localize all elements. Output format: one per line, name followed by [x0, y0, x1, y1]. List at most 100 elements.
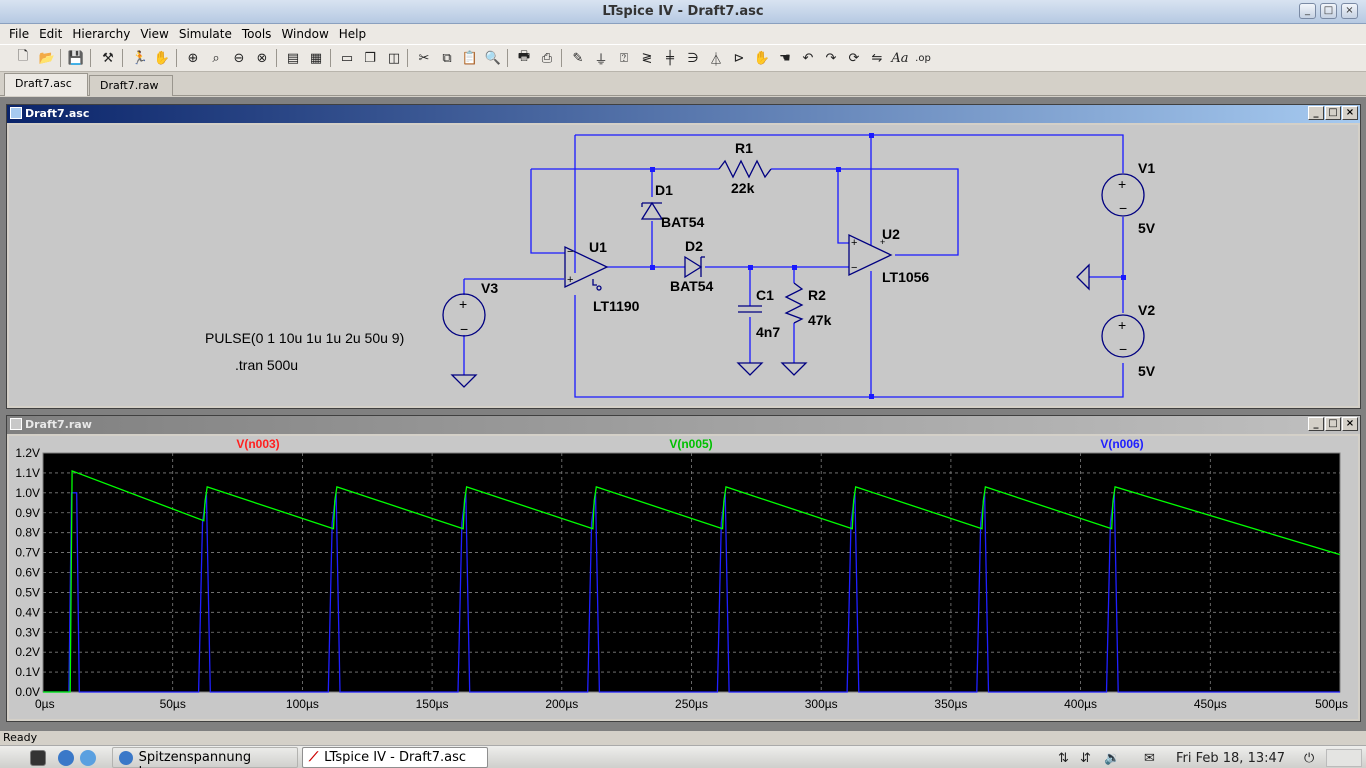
- schematic-drawing[interactable]: − + + − + + − + − + − R1 22k D1: [9, 125, 1358, 408]
- menu-tools[interactable]: Tools: [241, 27, 272, 41]
- control-panel-icon[interactable]: ⚒: [102, 50, 114, 66]
- mail-icon[interactable]: [80, 749, 96, 767]
- menu-edit[interactable]: Edit: [39, 27, 63, 41]
- y-tick-label: 0.4V: [15, 605, 40, 619]
- svg-text:+: +: [880, 237, 885, 247]
- delete-pane-icon[interactable]: ▦: [309, 50, 323, 66]
- component-icon[interactable]: ⊳: [733, 50, 745, 66]
- window-titlebar[interactable]: LTspice IV - Draft7.asc _ □ ×: [0, 0, 1366, 24]
- schematic-window[interactable]: Draft7.asc _ □ ×: [6, 104, 1361, 409]
- drag-icon[interactable]: ☚: [779, 50, 791, 66]
- schematic-doc-icon: [10, 107, 22, 119]
- resistor-icon[interactable]: ≷: [641, 50, 653, 66]
- cut-icon[interactable]: ✂: [418, 50, 430, 66]
- schematic-maximize-button[interactable]: □: [1325, 106, 1341, 120]
- waveform-titlebar[interactable]: Draft7.raw: [7, 416, 1360, 434]
- trace-label-n006[interactable]: V(n006): [1100, 437, 1143, 451]
- menu-help[interactable]: Help: [338, 27, 367, 41]
- task-spitzenspannung[interactable]: Spitzenspannung kurz...: [112, 747, 298, 768]
- zoom-out-icon[interactable]: ⊖: [233, 50, 245, 66]
- find-icon[interactable]: 🔍: [484, 50, 502, 66]
- copy-icon[interactable]: ⧉: [442, 50, 452, 66]
- autorange-icon[interactable]: ⊗: [256, 50, 268, 66]
- move-icon[interactable]: ✋: [753, 50, 771, 66]
- clock[interactable]: Fri Feb 18, 13:47: [1176, 750, 1286, 766]
- schematic-close-button[interactable]: ×: [1342, 106, 1358, 120]
- tile-vertical-icon[interactable]: ◫: [387, 50, 401, 66]
- zoom-in-icon[interactable]: ⊕: [187, 50, 199, 66]
- schematic-titlebar[interactable]: Draft7.asc: [7, 105, 1360, 123]
- toolbar: 🗋 📂 💾 ⚒ 🏃 ✋ ⊕ ⌕ ⊖ ⊗ ▤ ▦ ▭ ❐ ◫ ✂ ⧉ 📋 🔍 🖶 …: [0, 44, 1366, 72]
- r2-name: R2: [808, 287, 826, 303]
- browser-task-icon: [119, 751, 133, 765]
- spice-directive[interactable]: .tran 500u: [235, 357, 298, 373]
- diode-icon[interactable]: ⏃: [709, 52, 723, 68]
- halt-icon[interactable]: ✋: [153, 50, 171, 66]
- network-icon[interactable]: ⇅: [1058, 750, 1069, 766]
- tab-draft7-asc[interactable]: Draft7.asc: [4, 73, 88, 96]
- d2-name: D2: [685, 238, 703, 254]
- schematic-minimize-button[interactable]: _: [1308, 106, 1324, 120]
- undo-icon[interactable]: ↶: [802, 50, 814, 66]
- schematic-title: Draft7.asc: [25, 107, 90, 120]
- menu-view[interactable]: View: [140, 27, 169, 41]
- paste-icon[interactable]: 📋: [461, 50, 479, 66]
- trace-label-n003[interactable]: V(n003): [236, 437, 279, 451]
- trace-vn005[interactable]: [43, 469, 1341, 693]
- terminal-icon[interactable]: [30, 749, 46, 767]
- spice-directive-icon[interactable]: .op: [915, 52, 931, 64]
- y-tick-label: 0.7V: [15, 546, 40, 560]
- updown-icon[interactable]: ⇵: [1080, 750, 1091, 766]
- menu-file[interactable]: File: [9, 27, 30, 41]
- close-button[interactable]: ×: [1341, 3, 1358, 19]
- d2-value: BAT54: [670, 278, 714, 294]
- inductor-icon[interactable]: ∋: [687, 50, 699, 66]
- v1-value: 5V: [1138, 220, 1156, 236]
- text-icon[interactable]: Aa: [891, 50, 909, 66]
- x-tick-label: 450µs: [1194, 697, 1227, 711]
- open-icon[interactable]: 📂: [38, 50, 56, 66]
- mirror-icon[interactable]: ⇋: [871, 50, 883, 66]
- print-icon[interactable]: ⎙: [541, 50, 553, 66]
- waveform-maximize-button[interactable]: □: [1325, 417, 1341, 431]
- cascade-icon[interactable]: ❐: [364, 50, 376, 66]
- zoom-full-icon[interactable]: ⌕: [212, 50, 220, 66]
- schematic-canvas[interactable]: − + + − + + − + − + − R1 22k D1: [9, 125, 1358, 406]
- logout-icon[interactable]: ⏻: [1304, 750, 1315, 766]
- x-tick-label: 50µs: [160, 697, 186, 711]
- tab-draft7-raw[interactable]: Draft7.raw: [89, 75, 173, 96]
- redo-icon[interactable]: ↷: [825, 50, 837, 66]
- print-setup-icon[interactable]: 🖶: [517, 49, 531, 64]
- mail-tray-icon[interactable]: ✉: [1144, 750, 1155, 766]
- y-tick-label: 1.0V: [15, 486, 40, 500]
- wire-icon[interactable]: ✎: [572, 50, 584, 66]
- tile-horizontal-icon[interactable]: ▭: [340, 50, 354, 66]
- waveform-plot[interactable]: V(n003) V(n005) V(n006) 0.0V0.1V0.2V0.3V…: [9, 436, 1358, 721]
- menu-hierarchy[interactable]: Hierarchy: [72, 27, 131, 41]
- r2-value: 47k: [808, 312, 832, 328]
- trace-label-n005[interactable]: V(n005): [669, 437, 712, 451]
- capacitor-icon[interactable]: ╪: [666, 50, 674, 66]
- menu-simulate[interactable]: Simulate: [178, 27, 232, 41]
- new-schematic-icon[interactable]: 🗋: [17, 49, 29, 64]
- rotate-icon[interactable]: ⟳: [848, 50, 860, 66]
- v1-name: V1: [1138, 160, 1155, 176]
- menu-bar: File Edit Hierarchy View Simulate Tools …: [0, 24, 1366, 44]
- waveform-window[interactable]: Draft7.raw _ □ × V(n003) V(n005) V(n006)…: [6, 415, 1361, 722]
- task-ltspice[interactable]: ⟋ LTspice IV - Draft7.asc: [302, 747, 488, 768]
- workspace-switcher[interactable]: [1326, 749, 1362, 767]
- browser-icon[interactable]: [58, 749, 74, 767]
- ground-icon[interactable]: ⏚: [594, 52, 608, 68]
- x-tick-label: 250µs: [675, 697, 708, 711]
- save-icon[interactable]: 💾: [67, 50, 85, 66]
- minimize-button[interactable]: _: [1299, 3, 1316, 19]
- maximize-button[interactable]: □: [1320, 3, 1337, 19]
- add-plot-pane-icon[interactable]: ▤: [286, 50, 300, 66]
- waveform-close-button[interactable]: ×: [1342, 417, 1358, 431]
- menu-window[interactable]: Window: [281, 27, 329, 41]
- label-icon[interactable]: ⍰: [620, 50, 628, 66]
- waveform-minimize-button[interactable]: _: [1308, 417, 1324, 431]
- run-icon[interactable]: 🏃: [131, 50, 149, 66]
- volume-icon[interactable]: 🔉: [1104, 750, 1121, 766]
